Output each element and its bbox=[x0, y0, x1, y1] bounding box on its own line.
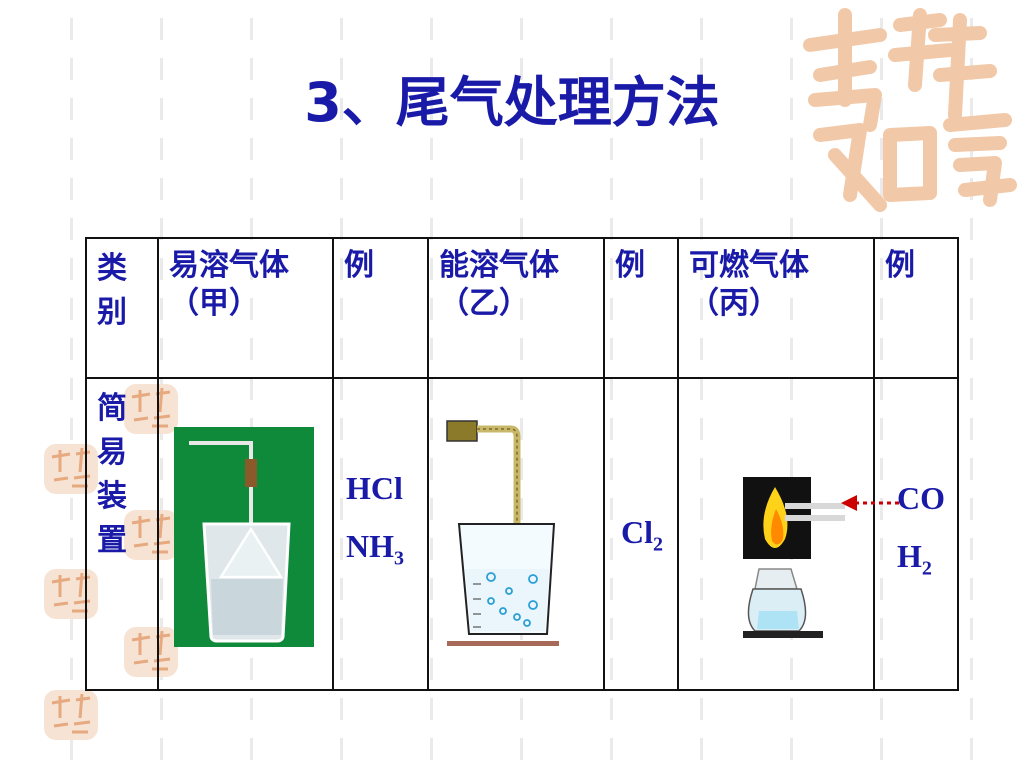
method-table: 类别 易溶气体（甲） 例 能溶气体（乙） 例 可燃气体（丙） 例 简易装置 H bbox=[85, 237, 959, 691]
header-example: 例 bbox=[603, 237, 679, 379]
header-example: 例 bbox=[873, 237, 959, 379]
formula-nh3: NH3 bbox=[346, 528, 404, 570]
table-header-row: 类别 易溶气体（甲） 例 能溶气体（乙） 例 可燃气体（丙） 例 bbox=[85, 237, 959, 379]
formula-cl2: Cl2 bbox=[621, 514, 663, 556]
cell-examples-yi: Cl2 bbox=[603, 377, 679, 691]
cell-apparatus-jia bbox=[157, 377, 334, 691]
header-category: 类别 bbox=[85, 237, 159, 379]
header-dissolvable-gas: 能溶气体（乙） bbox=[427, 237, 605, 379]
formula-co: CO bbox=[897, 480, 945, 516]
seal-icon bbox=[803, 8, 1017, 212]
arrow-left-icon bbox=[841, 495, 901, 511]
cell-examples-bing: CO H2 bbox=[841, 377, 959, 691]
cell-examples-jia: HCl NH3 bbox=[332, 377, 429, 691]
tube-in-beaker-icon bbox=[446, 420, 559, 646]
row-label: 简易装置 bbox=[85, 377, 159, 691]
cell-apparatus-yi bbox=[427, 377, 605, 691]
inverted-funnel-beaker-icon bbox=[174, 427, 314, 647]
cell-apparatus-bing bbox=[677, 377, 875, 691]
header-flammable-gas: 可燃气体（丙） bbox=[677, 237, 875, 379]
formula-h2: H2 bbox=[897, 538, 932, 580]
slide-title: 3、尾气处理方法 bbox=[304, 71, 720, 134]
seal-icon bbox=[44, 690, 98, 740]
header-soluble-gas: 易溶气体（甲） bbox=[157, 237, 334, 379]
header-example: 例 bbox=[332, 237, 429, 379]
formula-hcl: HCl bbox=[346, 470, 403, 506]
seal-icon bbox=[44, 444, 98, 494]
alcohol-lamp-flame-icon bbox=[743, 477, 845, 638]
table-row: 简易装置 HCl NH3 bbox=[85, 377, 959, 691]
seal-icon bbox=[44, 569, 98, 619]
